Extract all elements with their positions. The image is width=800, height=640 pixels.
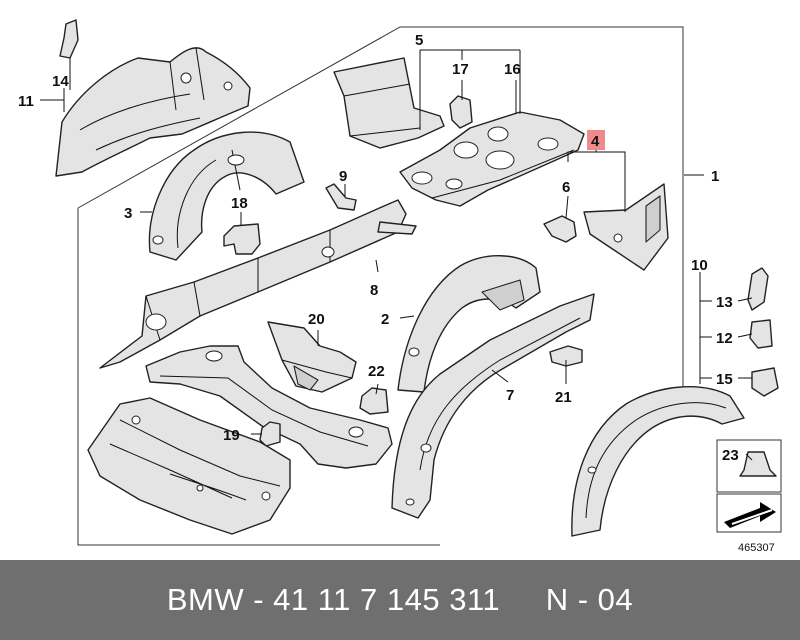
callout-23: 23 (722, 447, 739, 464)
callout-8: 8 (370, 282, 378, 299)
callout-11: 11 (18, 93, 34, 110)
image-number: 465307 (738, 542, 775, 554)
callout-7: 7 (506, 387, 514, 404)
part-wheel-house-2 (397, 255, 541, 393)
part-bracket-18 (223, 223, 261, 255)
callout-1: 1 (711, 168, 719, 185)
part-number-text: BMW - 41 11 7 145 311 N - 04 (166, 582, 634, 617)
part-clip-13 (747, 267, 769, 311)
callout-18: 18 (231, 195, 248, 212)
callout-10: 10 (691, 257, 708, 274)
callout-4-highlight (587, 130, 605, 150)
part-spare-wheel-well-16 (399, 111, 585, 207)
callout-16: 16 (504, 61, 521, 78)
callout-2: 2 (381, 311, 389, 328)
part-clip-15 (751, 367, 779, 397)
part-side-member-7 (391, 293, 595, 519)
leader-lines (40, 49, 753, 461)
part-cover-5 (333, 57, 445, 149)
part-clip-19 (259, 421, 281, 447)
callout-5: 5 (415, 32, 423, 49)
callout-13: 13 (716, 294, 733, 311)
diagram-frame (77, 26, 684, 546)
callout-4: 4 (591, 133, 600, 150)
callout-9: 9 (339, 168, 347, 185)
callout-22: 22 (368, 363, 385, 380)
callout-19: 19 (223, 427, 240, 444)
callout-12: 12 (716, 330, 733, 347)
callout-21: 21 (555, 389, 572, 406)
callout-3: 3 (124, 205, 132, 222)
part-number-footer: BMW - 41 11 7 145 311 N - 04 (0, 560, 800, 640)
arrow-symbol-box (716, 493, 782, 533)
part-bracket-4 (583, 183, 669, 271)
part-clip-17 (449, 95, 473, 129)
part-rear-cross-member (145, 345, 393, 469)
callout-6: 6 (562, 179, 570, 196)
part-wheel-arch-liner-rear (571, 386, 745, 537)
callout-20: 20 (308, 311, 325, 328)
callout-14: 14 (52, 73, 69, 90)
part-longitudinal-member-8 (99, 199, 417, 369)
parts-diagram: 1 2 3 4 5 6 7 8 9 10 11 12 13 14 15 16 1… (18, 19, 782, 554)
part-clip-14 (59, 19, 79, 59)
part-bracket-9 (325, 183, 357, 211)
part-bracket-20 (267, 321, 357, 393)
part-clip-12 (749, 319, 773, 349)
callout-labels: 1 2 3 4 5 6 7 8 9 10 11 12 13 14 15 16 1… (18, 32, 739, 464)
part-clip-21 (549, 345, 583, 367)
part-clip-6 (543, 215, 577, 243)
part-wheel-house-3 (148, 131, 305, 261)
part-clip-23-box (716, 439, 782, 493)
callout-15: 15 (716, 371, 733, 388)
callout-17: 17 (452, 61, 469, 78)
part-clip-22 (359, 387, 389, 415)
part-wheel-arch-liner-11 (55, 47, 251, 177)
part-floor-panel (87, 397, 291, 535)
